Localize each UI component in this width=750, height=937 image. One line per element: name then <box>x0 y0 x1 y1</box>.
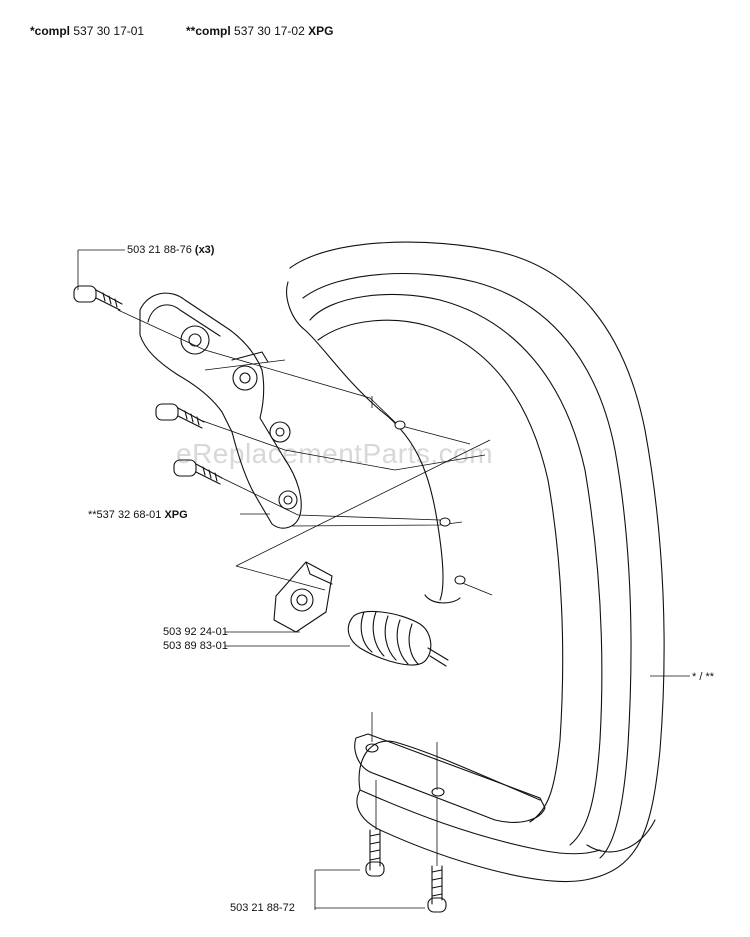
header-assembly-1: *compl 537 30 17-01 <box>30 24 144 38</box>
screw-top-2 <box>155 403 205 429</box>
header-assembly-2-suffix: XPG <box>308 24 334 38</box>
label-screw-bottom: 503 21 88-72 <box>230 902 295 914</box>
handle-mount-plate <box>139 292 302 529</box>
spring-buffer <box>347 611 449 667</box>
assembly-lines <box>77 249 690 910</box>
label-bracket: **537 32 68-01 XPG <box>88 509 188 521</box>
watermark: eReplacementParts.com <box>176 438 494 469</box>
screw-top-3 <box>173 459 223 485</box>
lower-mount-plate <box>354 733 546 823</box>
label-handle: * / ** <box>692 671 715 683</box>
washer-block <box>273 561 333 633</box>
screw-bottom-1 <box>365 829 385 877</box>
header-assembly-2-prefix: **compl <box>186 24 231 38</box>
screw-bottom-2 <box>427 865 447 913</box>
label-spring: 503 89 83-01 <box>163 640 228 652</box>
header-assembly-1-number: 537 30 17-01 <box>73 24 145 38</box>
handle-mount-holes <box>394 420 466 585</box>
label-screw-top-qty: (x3) <box>194 244 215 256</box>
label-bracket-number: **537 32 68-01 <box>88 509 162 521</box>
header-assembly-2: **compl 537 30 17-02 XPG <box>186 24 333 38</box>
front-handle-bar <box>286 241 665 883</box>
label-bracket-suffix: XPG <box>164 509 188 521</box>
screw-top-1 <box>73 285 123 311</box>
label-screw-top-number: 503 21 88-76 <box>127 244 192 256</box>
label-washer: 503 92 24-01 <box>163 626 228 638</box>
header-assembly-2-number: 537 30 17-02 <box>234 24 305 38</box>
header-assembly-1-prefix: *compl <box>30 24 71 38</box>
label-screw-top: 503 21 88-76 (x3) <box>127 244 214 256</box>
